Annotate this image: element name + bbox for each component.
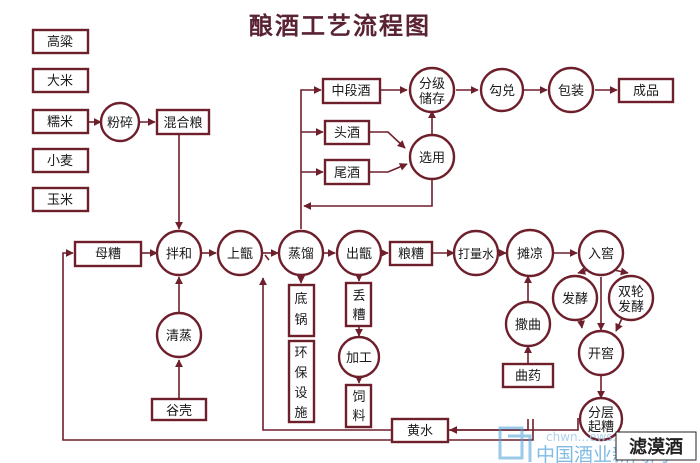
node-baozhuang bbox=[547, 66, 595, 114]
label-yumi: 玉米 bbox=[47, 193, 73, 208]
watermark-logo-icon bbox=[498, 426, 532, 462]
node-fensui bbox=[99, 101, 141, 143]
label-toujiu: 头酒 bbox=[334, 126, 360, 141]
label-dami: 大米 bbox=[47, 74, 73, 89]
node-huangshui bbox=[390, 417, 450, 444]
label-chengpin: 成品 bbox=[633, 84, 659, 99]
label-tanliang: 摊凉 bbox=[517, 247, 543, 262]
edge-xuanyong-back bbox=[303, 180, 433, 210]
label-diguo-2: 锅 bbox=[294, 312, 307, 328]
label-muzao: 母糟 bbox=[95, 247, 121, 262]
label-shangzeng: 上甑 bbox=[227, 247, 253, 262]
edge-weijiu-xuanyong bbox=[369, 163, 408, 173]
node-yumi bbox=[31, 186, 90, 213]
label-diuzao-2: 糟 bbox=[352, 308, 365, 323]
watermark-stamp-box bbox=[615, 431, 697, 461]
label-huanbao-2: 保 bbox=[294, 366, 307, 381]
node-hunheliang bbox=[155, 108, 211, 136]
label-quyao: 曲药 bbox=[515, 369, 541, 384]
edge-fenceng-huangshui bbox=[449, 419, 529, 434]
node-jiagong bbox=[337, 335, 381, 379]
label-baozhuang: 包装 bbox=[558, 84, 584, 99]
node-quyao bbox=[501, 362, 555, 389]
label-gaoliang: 高粱 bbox=[47, 34, 73, 50]
node-daliangshui bbox=[452, 229, 500, 277]
label-guke: 谷壳 bbox=[166, 404, 192, 419]
node-shuanglunfajiao bbox=[607, 274, 655, 322]
label-zhongduanjiu: 中段酒 bbox=[331, 84, 370, 99]
node-weijiu bbox=[323, 158, 371, 186]
node-dami bbox=[31, 67, 90, 94]
node-toujiu bbox=[323, 119, 371, 146]
label-diuzao-1: 丢 bbox=[352, 289, 365, 304]
node-fenjichucun bbox=[408, 66, 456, 114]
node-xiaomai bbox=[31, 147, 90, 174]
watermark: chwn...ews.com 中国酒业新闻网 滤漠酒 bbox=[498, 426, 697, 463]
node-siliao bbox=[344, 383, 373, 429]
label-hunheliang: 混合粮 bbox=[163, 116, 202, 131]
label-fenjichucun-2: 储存 bbox=[419, 92, 445, 107]
node-tanliang bbox=[505, 228, 555, 278]
label-goudui: 勾兑 bbox=[489, 84, 515, 99]
label-fenjichucun-1: 分级 bbox=[419, 77, 445, 92]
label-jiagong: 加工 bbox=[346, 351, 372, 366]
node-shangzeng bbox=[216, 229, 264, 277]
label-fenceng-2: 起糟 bbox=[588, 420, 614, 435]
node-nuomi bbox=[31, 108, 90, 135]
label-huangshui: 黄水 bbox=[407, 424, 433, 439]
label-weijiu: 尾酒 bbox=[334, 166, 360, 181]
node-xuanyong bbox=[408, 133, 456, 181]
node-zhengliu bbox=[277, 229, 325, 277]
node-gaoliang bbox=[31, 28, 90, 55]
label-xuanyong: 选用 bbox=[419, 151, 445, 166]
node-qingzheng bbox=[155, 311, 203, 359]
node-liangzao bbox=[388, 240, 434, 267]
label-daliangshui: 打量水 bbox=[458, 247, 494, 261]
node-diguo bbox=[287, 283, 316, 338]
label-shuanglun-1: 双轮 bbox=[618, 285, 644, 300]
edge-rujiao-shuanglun bbox=[613, 267, 629, 276]
node-kaijiao bbox=[577, 329, 625, 377]
node-fajiao bbox=[551, 274, 599, 322]
node-zhongduanjiu bbox=[321, 77, 382, 105]
label-xiaomai: 小麦 bbox=[47, 154, 73, 169]
label-liangzao: 粮糟 bbox=[398, 247, 424, 262]
node-chuzeng bbox=[335, 229, 383, 277]
node-huanbaosheshi bbox=[287, 339, 316, 424]
diagram-title: 酿酒工艺流程图 bbox=[249, 11, 431, 40]
label-fajiao: 发酵 bbox=[562, 291, 588, 307]
label-shuanglun-2: 发酵 bbox=[618, 299, 644, 315]
label-fensui: 粉碎 bbox=[107, 116, 133, 131]
label-zhengliu: 蒸馏 bbox=[288, 247, 314, 262]
label-huanbao-3: 设 bbox=[294, 386, 307, 401]
node-muzao bbox=[73, 240, 143, 268]
label-kaijiao: 开窖 bbox=[588, 346, 614, 362]
node-diuzao bbox=[344, 281, 373, 328]
node-guke bbox=[150, 397, 208, 422]
edge-toujiu-xuanyong bbox=[369, 131, 406, 149]
edge-fenceng-muzao bbox=[62, 249, 534, 441]
watermark-stamp-text: 滤漠酒 bbox=[629, 436, 683, 458]
node-banhe bbox=[155, 229, 203, 277]
edge-zhengliu-zhongduanjiu bbox=[300, 86, 322, 229]
label-qingzheng: 清蒸 bbox=[166, 329, 192, 344]
node-saqu bbox=[504, 300, 552, 348]
label-fenceng-1: 分层 bbox=[588, 406, 614, 421]
label-diguo-1: 底 bbox=[294, 291, 307, 307]
label-nuomi: 糯米 bbox=[47, 115, 73, 130]
edge-loop-arrow-tip bbox=[264, 254, 270, 261]
label-huanbao-1: 环 bbox=[294, 346, 307, 361]
node-fencengqizao bbox=[578, 396, 624, 442]
label-chuzeng: 出甑 bbox=[346, 247, 372, 262]
label-siliao-2: 料 bbox=[352, 409, 365, 424]
node-rujiao bbox=[577, 229, 625, 277]
label-siliao-1: 饲 bbox=[352, 390, 365, 405]
label-banhe: 拌和 bbox=[166, 247, 192, 262]
label-saqu: 撒曲 bbox=[515, 317, 541, 333]
node-chengpin bbox=[617, 77, 675, 104]
label-rujiao: 入窖 bbox=[588, 246, 614, 262]
label-huanbao-4: 施 bbox=[294, 406, 307, 421]
node-goudui bbox=[479, 67, 525, 113]
